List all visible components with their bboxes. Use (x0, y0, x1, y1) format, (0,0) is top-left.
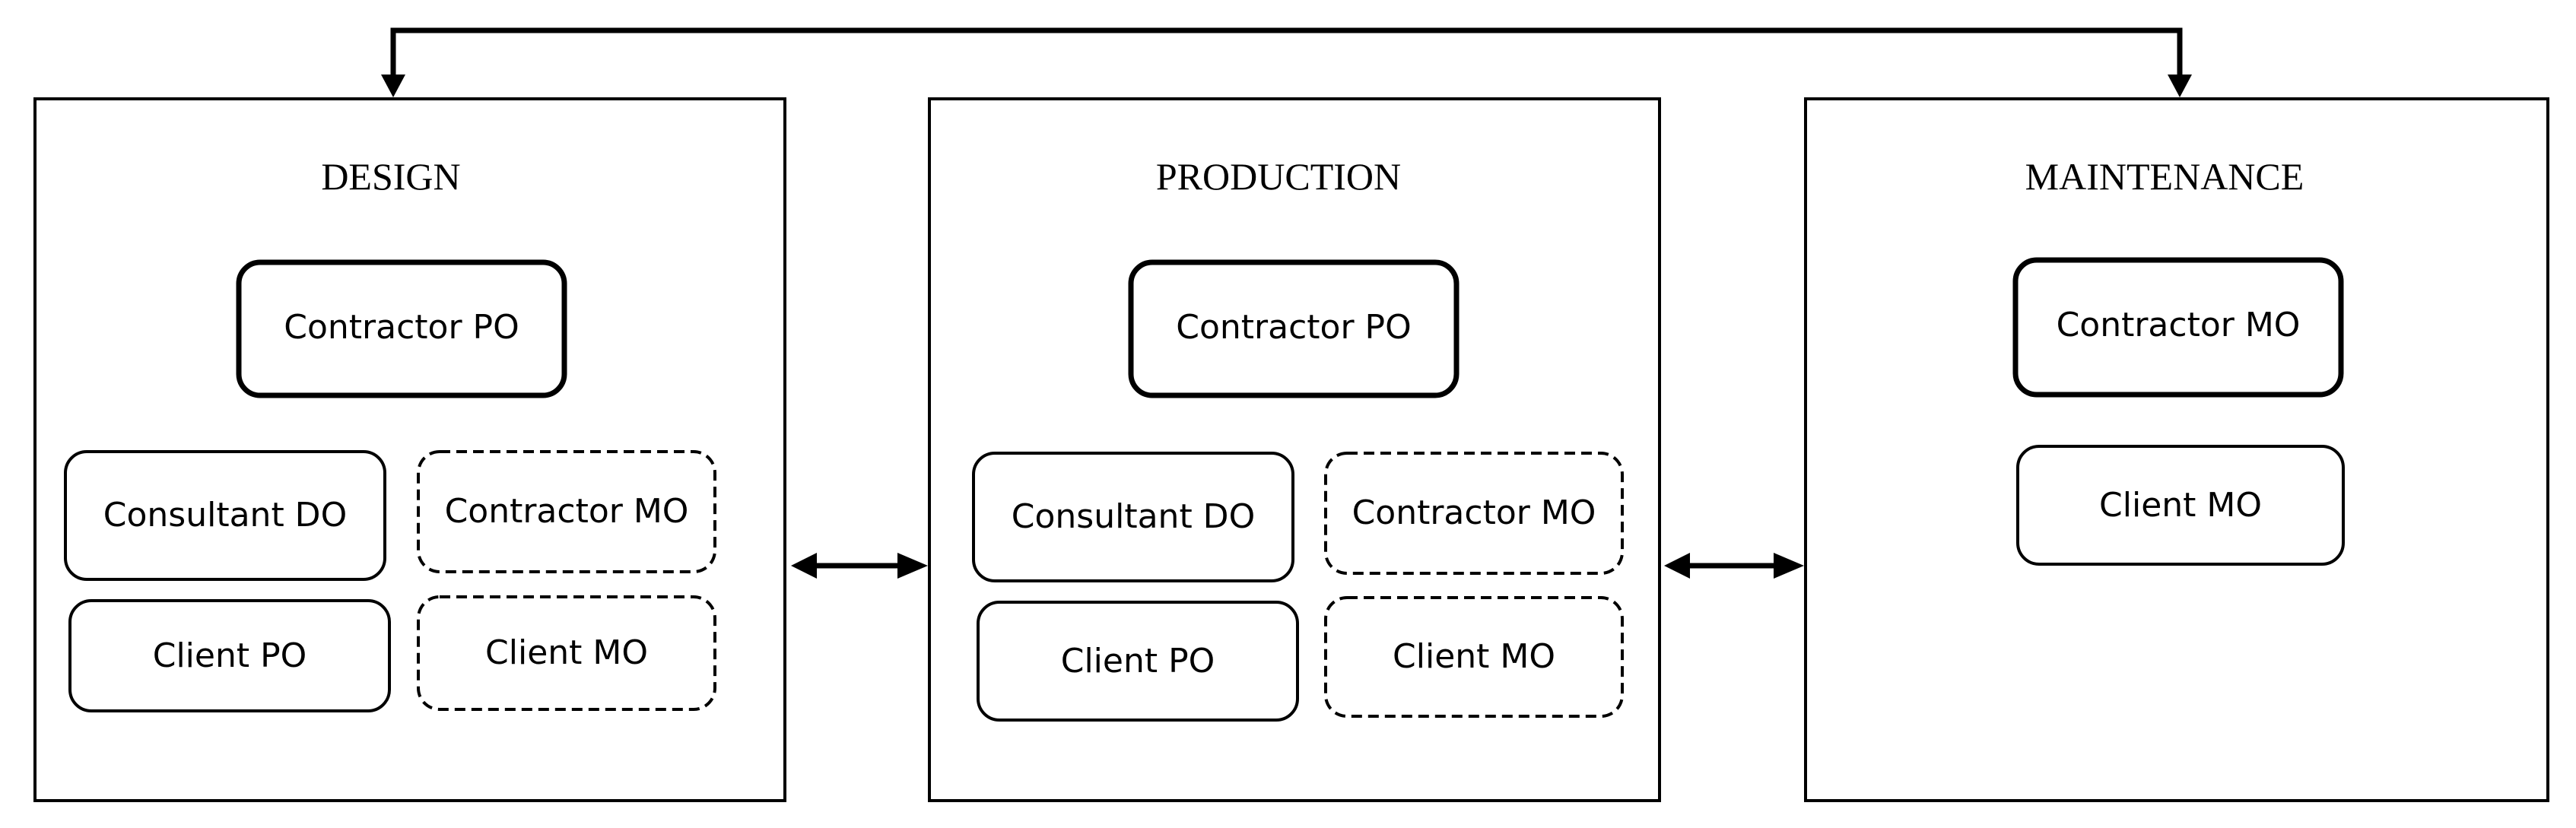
svg-text:Client MO: Client MO (485, 633, 648, 672)
svg-text:Consultant DO: Consultant DO (103, 496, 347, 535)
svg-text:Client MO: Client MO (1393, 637, 1555, 676)
arrow-head-right (897, 553, 928, 579)
svg-text:Client PO: Client PO (1061, 642, 1215, 680)
phase-title: DESIGN (321, 155, 460, 198)
design-production-arrow (791, 553, 928, 579)
phase-panel-design: DESIGN Contractor PO Consultant DO Contr… (33, 97, 786, 802)
org-box-contractor-po: Contractor PO (1128, 259, 1460, 398)
org-box-client-mo: Client MO (1324, 596, 1624, 718)
org-box-contractor-po: Contractor PO (236, 259, 567, 398)
svg-text:Client MO: Client MO (2099, 486, 2262, 525)
svg-text:Contractor MO: Contractor MO (445, 492, 689, 531)
design-maintenance-connector (381, 27, 2192, 97)
arrow-head-down-design (381, 75, 405, 97)
org-box-client-po: Client PO (977, 601, 1299, 722)
arrow-head-right (1774, 553, 1804, 579)
production-maintenance-arrow (1664, 553, 1804, 579)
svg-text:Contractor MO: Contractor MO (2057, 306, 2301, 344)
org-box-client-po: Client PO (68, 599, 391, 712)
svg-text:Contractor PO: Contractor PO (284, 308, 519, 347)
org-box-contractor-mo: Contractor MO (1324, 452, 1624, 575)
org-box-consultant-do: Consultant DO (64, 450, 386, 581)
svg-text:Contractor PO: Contractor PO (1176, 308, 1411, 347)
org-box-contractor-mo: Contractor MO (2012, 257, 2344, 398)
phase-title: MAINTENANCE (2025, 155, 2304, 198)
phase-title: PRODUCTION (1156, 155, 1401, 198)
arrow-head-left (791, 553, 817, 579)
org-box-client-mo: Client MO (417, 595, 716, 711)
phase-panel-maintenance: MAINTENANCE Contractor MO Client MO (1804, 97, 2549, 802)
svg-text:Consultant DO: Consultant DO (1012, 497, 1255, 536)
org-box-consultant-do: Consultant DO (972, 452, 1294, 582)
org-box-client-mo: Client MO (2016, 445, 2345, 566)
svg-text:Contractor MO: Contractor MO (1352, 493, 1596, 532)
arrow-head-left (1664, 553, 1690, 579)
arrow-head-down-maintenance (2168, 75, 2192, 97)
svg-text:Client PO: Client PO (153, 636, 307, 675)
org-box-contractor-mo: Contractor MO (417, 450, 716, 573)
phase-panel-production: PRODUCTION Contractor PO Consultant DO C… (928, 97, 1661, 802)
